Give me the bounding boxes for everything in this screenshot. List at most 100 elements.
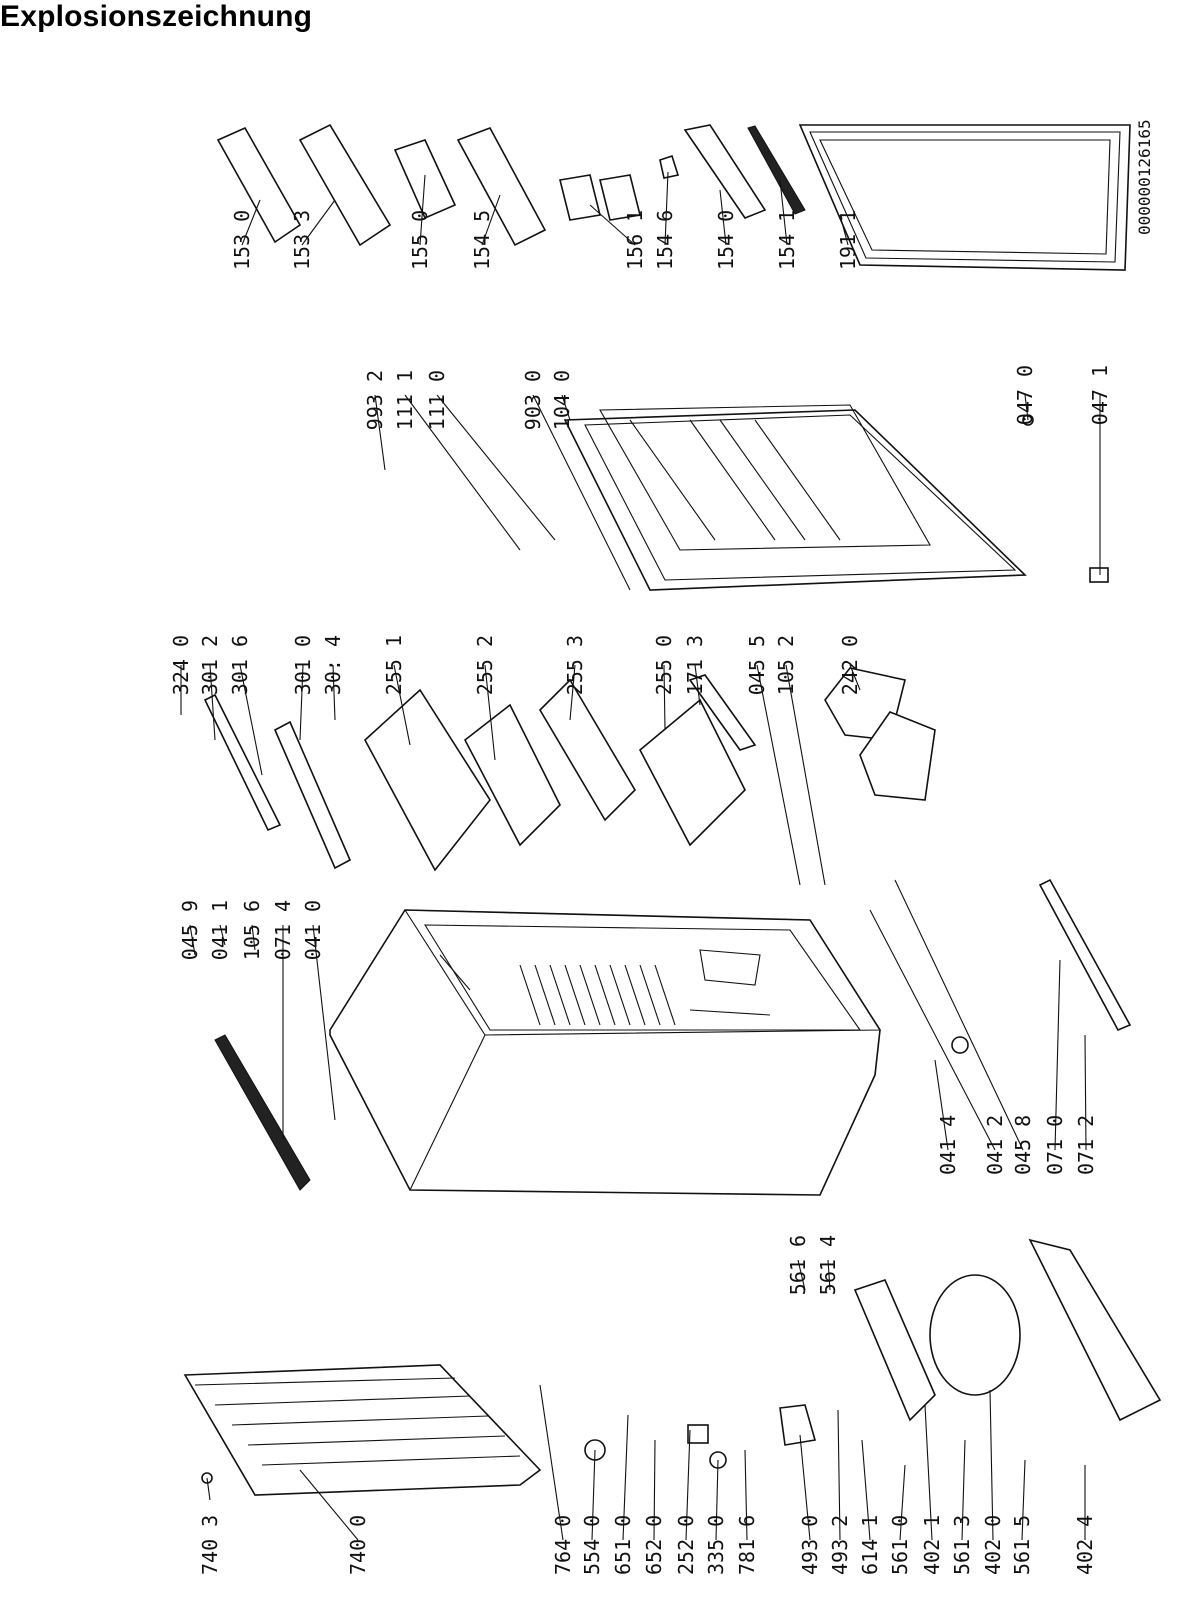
leader-line (404, 394, 521, 551)
leader-line (251, 924, 256, 951)
part-label: 041 0 (301, 900, 325, 960)
compressor-assembly (779, 1238, 1162, 1446)
leader-line (785, 664, 826, 886)
leader-line (1024, 394, 1029, 421)
part-label: 104 0 (550, 370, 574, 430)
part-label: 154 1 (775, 210, 799, 270)
part-label: 041 1 (208, 900, 232, 960)
leader-line (561, 394, 571, 421)
leader-line (189, 924, 196, 956)
part-label: 045 5 (745, 635, 769, 695)
leader-line (301, 199, 336, 246)
leader-line (839, 214, 849, 246)
leader-line (899, 1464, 906, 1541)
part-label: 740 3 (198, 1515, 222, 1575)
leader-line (1021, 1459, 1026, 1541)
leader-line (797, 1259, 806, 1291)
leader-line (869, 909, 996, 1151)
part-label: 045 9 (178, 900, 202, 960)
part-label: 993 2 (363, 370, 387, 430)
part-label: 105 6 (240, 900, 264, 960)
door-gasket (798, 124, 1131, 271)
part-label: 301 0 (291, 635, 315, 695)
part-label: 071 0 (1043, 1115, 1067, 1175)
leader-line (653, 1439, 656, 1541)
top-trims (203, 693, 1132, 1191)
part-label: 493 2 (828, 1515, 852, 1575)
leader-line (589, 204, 636, 246)
part-label: 242 0 (838, 635, 862, 695)
leader-line (436, 394, 556, 541)
page-title: Explosionszeichnung (0, 0, 313, 33)
leader-lines (180, 171, 1101, 1541)
leader-line (744, 1449, 748, 1541)
part-label: 651 0 (611, 1515, 635, 1575)
door-shelves (216, 123, 806, 247)
leader-line (849, 664, 861, 691)
part-label: 153 3 (290, 210, 314, 270)
part-label: 561 4 (816, 1235, 840, 1295)
leader-line (715, 1459, 719, 1541)
part-label: 764 0 (551, 1515, 575, 1575)
part-label: 781 6 (735, 1515, 759, 1575)
part-label: 301 6 (228, 635, 252, 695)
part-label: 111 0 (425, 370, 449, 430)
part-label: 402 1 (920, 1515, 944, 1575)
leader-line (206, 1477, 211, 1501)
leader-line (532, 394, 631, 591)
leader-line (934, 1059, 949, 1151)
part-label: 252 0 (674, 1515, 698, 1575)
part-label: 047 0 (1013, 365, 1037, 425)
part-label: 156 1 (623, 210, 647, 270)
leader-line (1084, 1034, 1087, 1151)
leader-line (481, 194, 501, 246)
part-label: 554 0 (580, 1515, 604, 1575)
part-label: 191 1 (836, 210, 860, 270)
leader-line (219, 924, 226, 946)
leader-line (756, 664, 801, 886)
leader-line (569, 664, 576, 721)
part-label: 614 1 (858, 1515, 882, 1575)
leader-line (779, 179, 788, 246)
leader-line (393, 664, 411, 746)
part-label: 255 0 (652, 635, 676, 695)
leader-line (799, 1434, 811, 1541)
part-label: 255 3 (563, 635, 587, 695)
part-label: 402 0 (981, 1515, 1005, 1575)
part-label: 561 0 (888, 1515, 912, 1575)
leader-line (837, 1409, 841, 1541)
part-label: 071 4 (271, 900, 295, 960)
part-label: 561 6 (786, 1235, 810, 1295)
part-label: 561 5 (1010, 1515, 1034, 1575)
leader-line (622, 1414, 629, 1541)
part-label: 301 2 (198, 635, 222, 695)
part-label: 171 3 (683, 635, 707, 695)
leader-line (694, 664, 701, 706)
part-label: 255 2 (473, 635, 497, 695)
part-label: 324 0 (169, 635, 193, 695)
part-label: 30: 4 (321, 635, 345, 695)
leader-line (484, 664, 496, 761)
crisper-drawers (824, 667, 936, 801)
leader-line (989, 1389, 994, 1541)
leader-line (719, 189, 727, 246)
part-label: 740 0 (346, 1515, 370, 1575)
leader-line (961, 1439, 966, 1541)
part-label: 155 0 (408, 210, 432, 270)
leader-line (299, 1469, 359, 1541)
part-label: 153 0 (230, 210, 254, 270)
leader-line (332, 664, 336, 721)
leader-line (209, 664, 216, 741)
part-label: 652 0 (642, 1515, 666, 1575)
part-label: 493 0 (798, 1515, 822, 1575)
leader-line (374, 394, 386, 471)
part-label: 111 1 (393, 370, 417, 430)
part-label: 154 5 (470, 210, 494, 270)
part-label: 154 0 (714, 210, 738, 270)
leader-line (663, 664, 666, 731)
leader-line (664, 171, 669, 246)
document-number: 000000126165 (1135, 119, 1154, 235)
condenser-coil (183, 1364, 542, 1496)
